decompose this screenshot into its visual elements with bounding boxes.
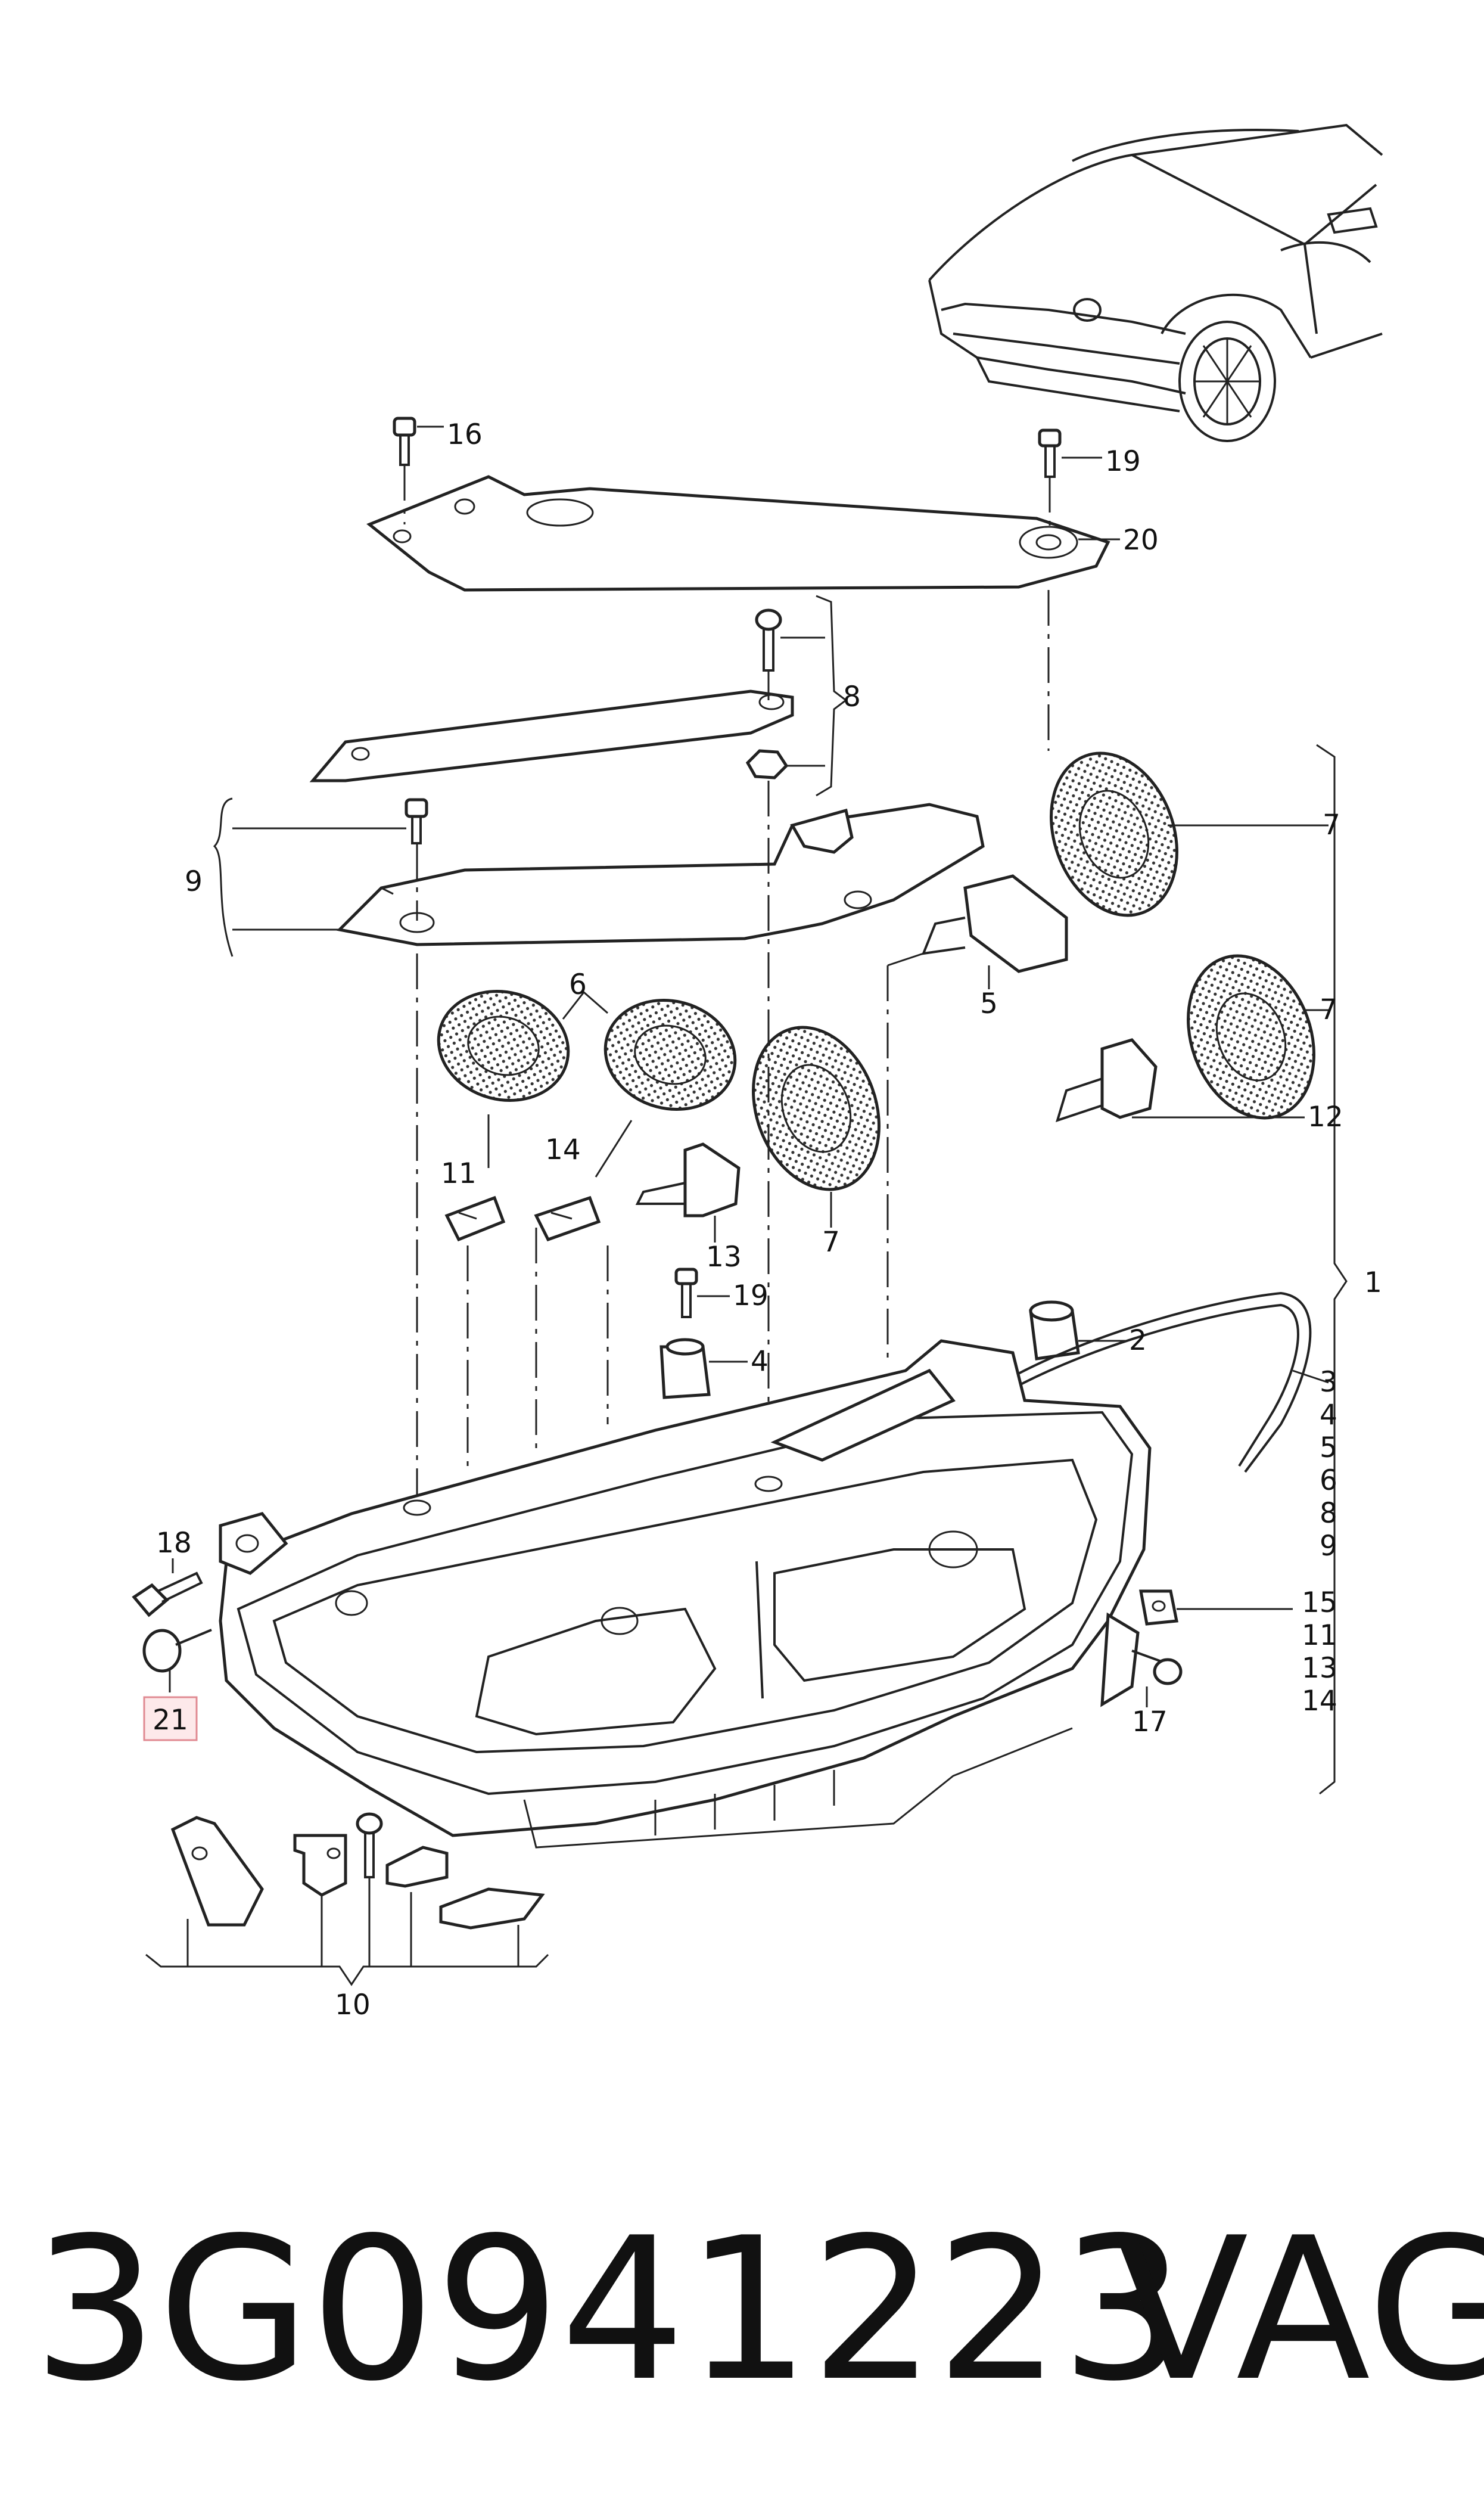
contents-item: 9 (1320, 1530, 1337, 1563)
contents-item: 15 (1302, 1586, 1337, 1619)
part-number-text: 3G0941223 (33, 2195, 1186, 2424)
screw-icon (393, 417, 444, 524)
callout-19-top: 19 (1105, 445, 1141, 478)
dust-cap-small-left (437, 990, 570, 1102)
dust-cap-center (752, 1026, 881, 1228)
car-illustration (928, 123, 1383, 442)
contents-item: 13 (1302, 1652, 1337, 1685)
callout-9: 9 (185, 865, 203, 898)
callout-11: 11 (441, 1157, 477, 1190)
callout-7-center: 7 (822, 1226, 840, 1259)
callout-2: 2 (1129, 1324, 1147, 1357)
dust-cap-small-right (603, 999, 737, 1111)
callout-21: 21 (153, 1704, 188, 1737)
callout-19-mid: 19 (733, 1279, 769, 1312)
adjuster-icon (1029, 1300, 1126, 1361)
bulb-icon (635, 1142, 741, 1243)
screw-icon (232, 798, 428, 921)
contents-item: 8 (1320, 1497, 1337, 1530)
xenon-ballast-icon (921, 874, 1068, 989)
callout-12: 12 (1308, 1101, 1343, 1133)
screw-icon (674, 1268, 730, 1318)
highlight-box (143, 1696, 198, 1741)
bulb-icon (444, 1195, 506, 1242)
contents-item: 3 (1320, 1366, 1337, 1399)
bracket-set (145, 1812, 549, 1986)
callout-14: 14 (545, 1133, 581, 1166)
headlight-housing (219, 1339, 1152, 1849)
callout-8: 8 (843, 681, 861, 713)
lower-cover-panel (336, 803, 985, 946)
screw-icon (755, 608, 825, 700)
screw-icon (1131, 1650, 1183, 1707)
bulb-icon (1055, 1038, 1305, 1123)
trim-strip (309, 689, 794, 782)
clip-icon (1139, 1589, 1293, 1626)
callout-10: 10 (335, 1989, 371, 2021)
brand-text: VAG (1114, 2195, 1484, 2424)
callout-7-top: 7 (1323, 809, 1340, 841)
callout-18: 18 (156, 1527, 192, 1560)
contents-item: 4 (1320, 1399, 1337, 1431)
callout-1: 1 (1364, 1266, 1382, 1299)
bulb-icon (534, 1195, 601, 1242)
contents-item: 11 (1302, 1619, 1337, 1652)
callout-7-right: 7 (1320, 993, 1337, 1026)
dust-cap-right (1187, 954, 1329, 1120)
contents-item: 14 (1302, 1685, 1337, 1717)
callout-6: 6 (569, 968, 587, 1001)
upper-cover-plate (366, 475, 1110, 592)
callout-16: 16 (447, 418, 483, 451)
contents-item: 6 (1320, 1464, 1337, 1497)
screw-icon (1038, 428, 1102, 530)
callout-5: 5 (980, 987, 998, 1020)
clip-icon (142, 1629, 212, 1692)
dust-cap-top (1050, 751, 1329, 917)
clip-nut-icon (745, 749, 825, 779)
contents-item: 5 (1320, 1431, 1337, 1464)
callout-20: 20 (1123, 524, 1159, 557)
callout-13-bulb: 13 (706, 1241, 742, 1274)
adjuster-icon (659, 1338, 748, 1399)
callout-17: 17 (1132, 1706, 1168, 1738)
callout-4-adjuster: 4 (751, 1345, 769, 1378)
screw-icon (132, 1558, 203, 1617)
